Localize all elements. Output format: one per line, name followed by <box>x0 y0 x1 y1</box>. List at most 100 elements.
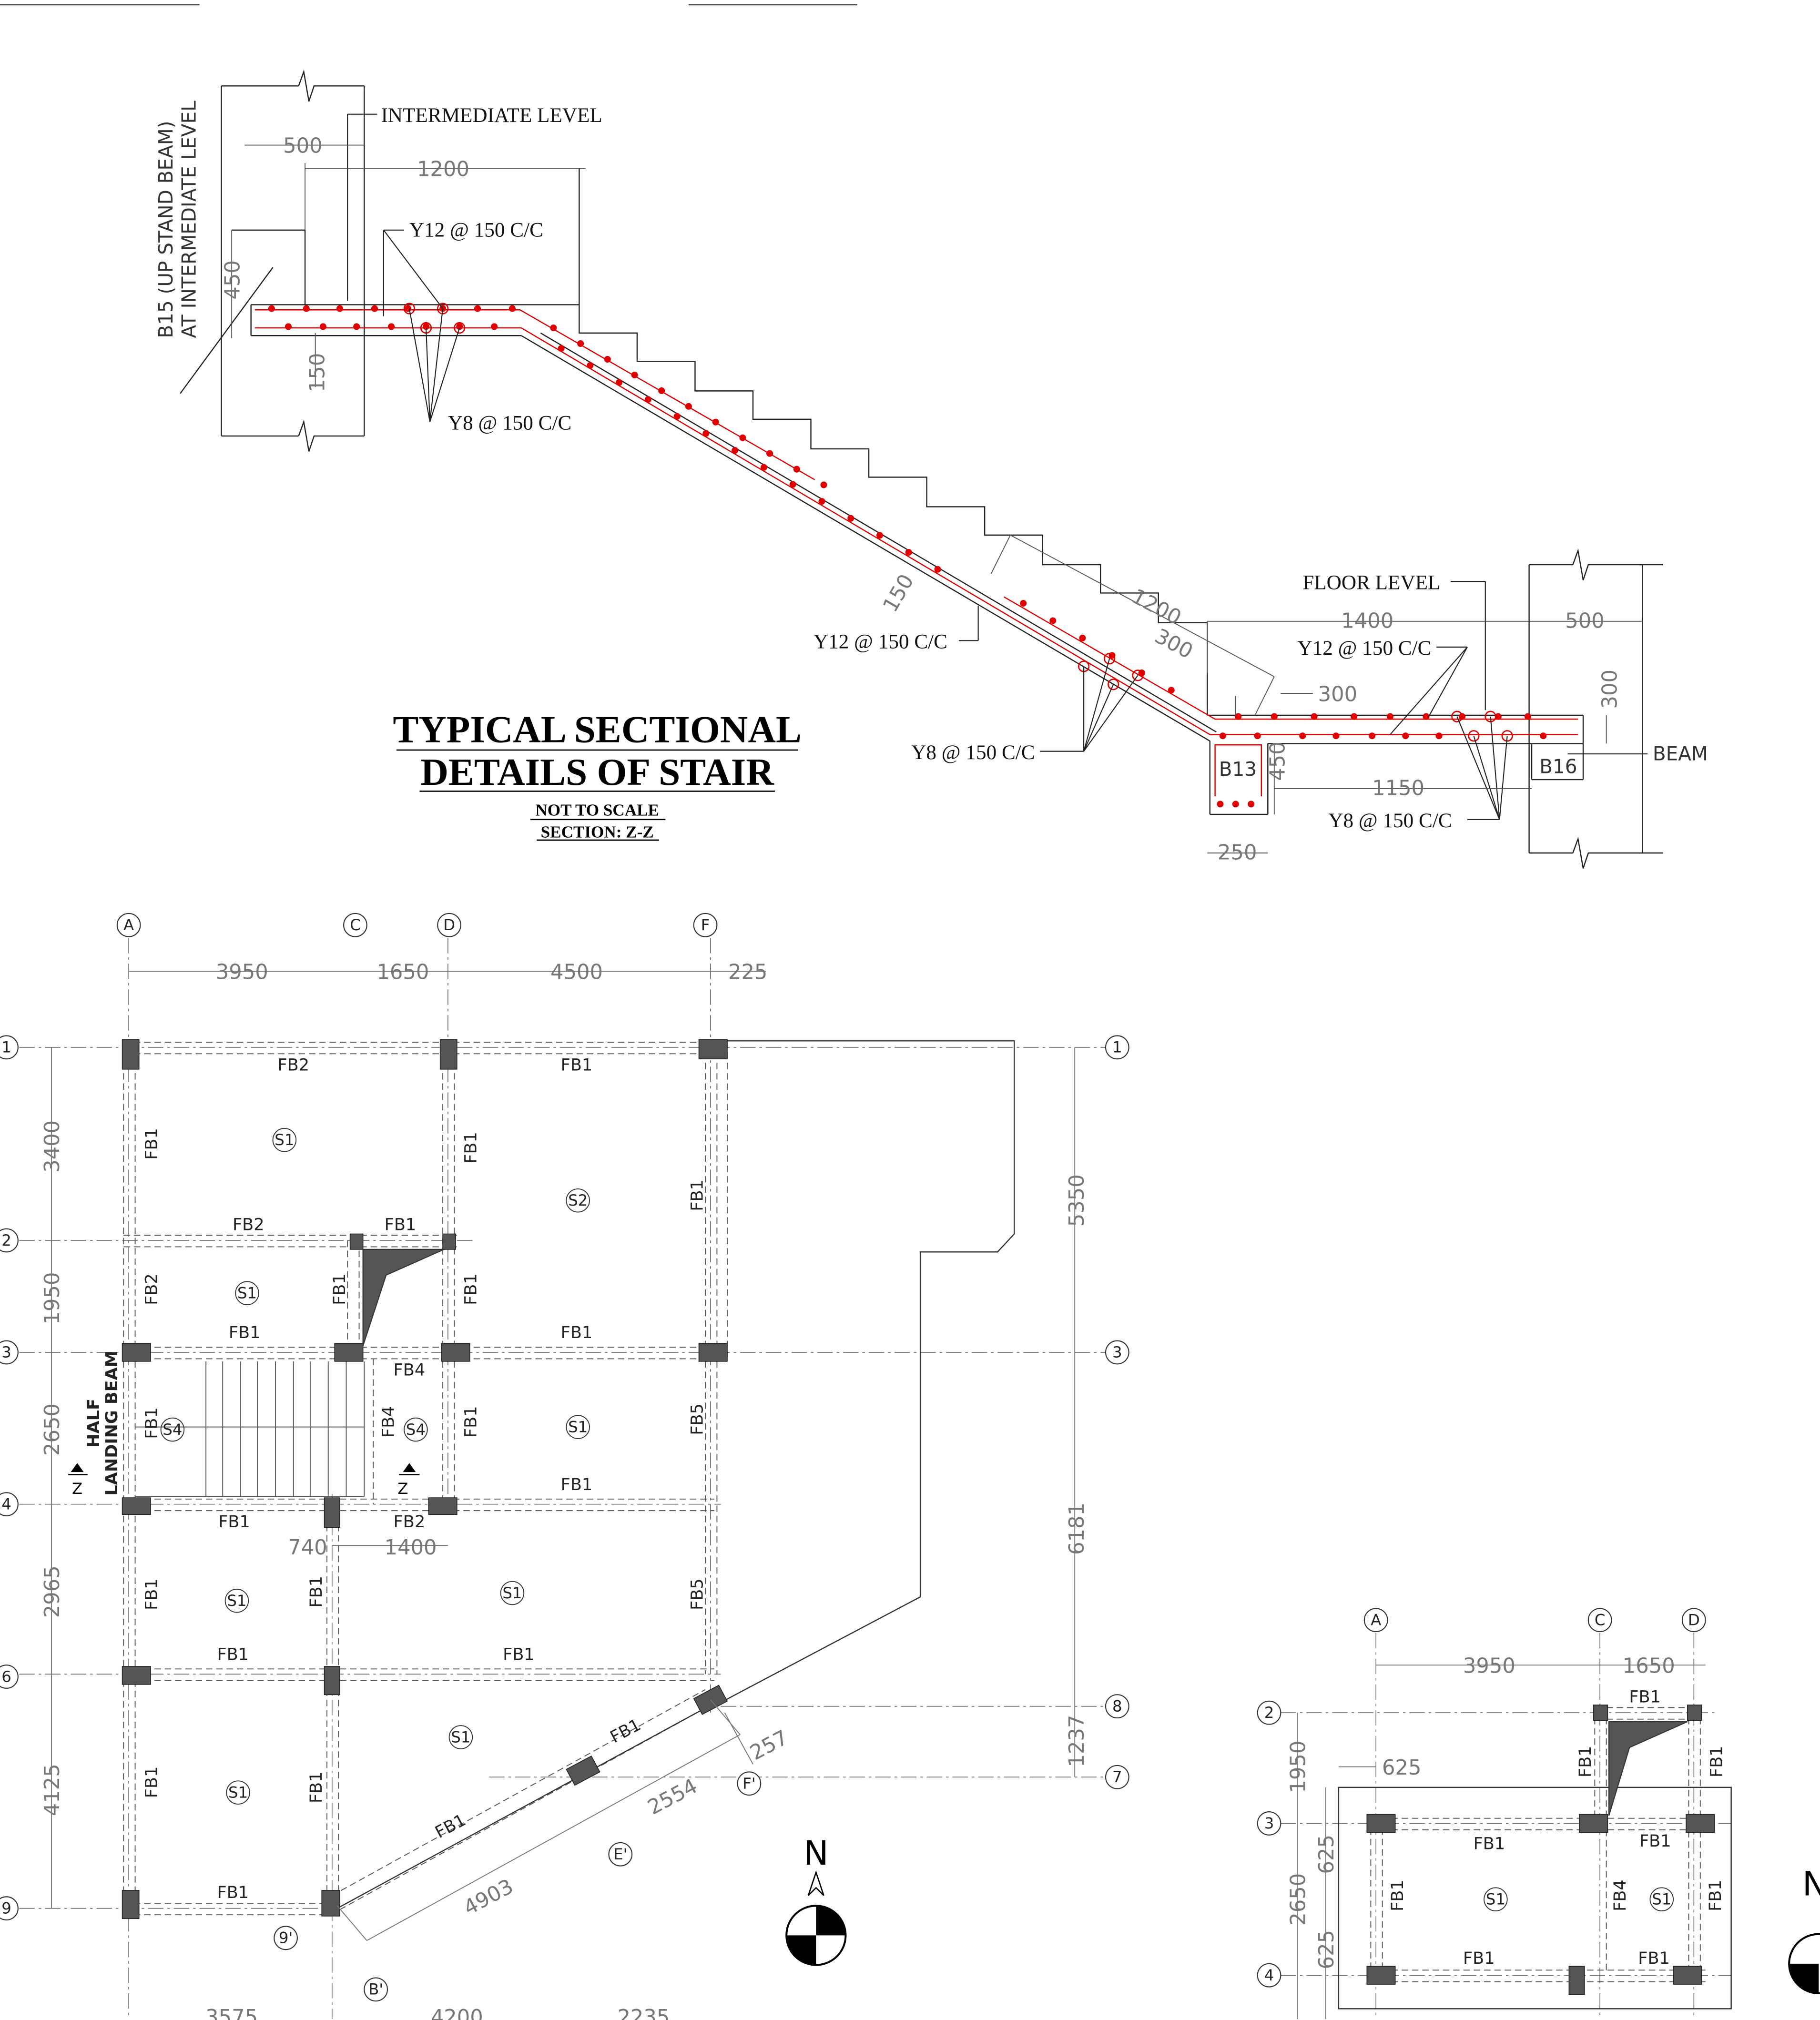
beam-label: FB1 <box>503 1644 535 1664</box>
y12-right-label: Y12 @ 150 C/C <box>1297 637 1431 660</box>
beam-label: FB1 <box>142 1578 162 1610</box>
dim-1950: 1950 <box>41 1272 64 1325</box>
grid-label-3-right: 3 <box>1112 1343 1122 1361</box>
beam-label: FB1 <box>217 1883 249 1902</box>
section-z-label: Z <box>72 1480 82 1498</box>
grid-label-9-prime: 9' <box>279 1929 293 1947</box>
rebar-dot <box>739 434 746 441</box>
rebar-dot <box>1232 801 1239 808</box>
rebar-dot <box>818 498 825 505</box>
beam-label: FB2 <box>394 1512 426 1532</box>
dim-4500: 4500 <box>550 961 603 985</box>
dim-1400: 1400 <box>1341 609 1393 633</box>
grid-label-8: 8 <box>1112 1697 1122 1715</box>
beam-label: FB1 <box>330 1273 349 1305</box>
grid-label-f-prime: F' <box>742 1775 756 1793</box>
rebar-dot <box>1254 732 1261 740</box>
beam-label: FB1 <box>218 1512 250 1532</box>
plan2-beam-label: FB1 <box>1388 1879 1407 1911</box>
rebar-dot <box>732 447 739 454</box>
dim-150-left: 150 <box>306 353 330 392</box>
rebar-dot <box>474 305 481 312</box>
rebar-dot <box>1435 732 1443 740</box>
dim-500-right: 500 <box>1565 609 1604 633</box>
rebar-dot <box>905 549 912 556</box>
plan2-dim-625a: 625 <box>1382 1756 1421 1780</box>
north-arrow-icon: N <box>785 1834 847 1966</box>
rebar-dot <box>371 305 378 312</box>
rebar-dot <box>631 371 638 378</box>
rebar-dot <box>353 323 360 330</box>
slab-tag: S1 <box>568 1418 588 1436</box>
dim-250: 250 <box>1218 841 1257 865</box>
plan2-slab-tag: S1 <box>1486 1890 1505 1908</box>
dim-3575: 3575 <box>205 2006 258 2020</box>
dim-4200: 4200 <box>431 2006 483 2020</box>
beam-label: FB1 <box>385 1215 417 1234</box>
rebar-dot <box>702 430 710 437</box>
plan2-dim-1650: 1650 <box>1623 1654 1675 1678</box>
half-landing-label-1: HALF <box>84 1399 103 1448</box>
rebar-dot <box>876 532 884 539</box>
rebar-dot <box>685 403 692 410</box>
intermediate-level-label: INTERMEDIATE LEVEL <box>381 104 602 127</box>
half-landing-label-2: LANDING BEAM <box>102 1350 122 1495</box>
floor-level-label: FLOOR LEVEL <box>1302 571 1440 594</box>
beam-label: FB1 <box>461 1132 480 1164</box>
plan2-grid-label-3: 3 <box>1264 1814 1274 1832</box>
b15-label-2: AT INTERMEDIATE LEVEL <box>178 101 201 338</box>
y12-top-label: Y12 @ 150 C/C <box>409 218 543 241</box>
beam-label: FB1 <box>306 1576 326 1608</box>
y8-right-label: Y8 @ 150 C/C <box>1328 809 1452 832</box>
grid-label-e-prime: E' <box>613 1845 627 1863</box>
beam-label: FB1 <box>217 1644 249 1664</box>
beam-label: FB2 <box>277 1055 309 1075</box>
plan2-beam-label: FB1 <box>1474 1834 1505 1853</box>
rebar-dot <box>934 566 941 573</box>
rebar-dot <box>1369 732 1376 740</box>
plan2-dim-3950: 3950 <box>1463 1654 1515 1678</box>
slab-tag: S1 <box>227 1592 246 1610</box>
plan2-slab-tag: S1 <box>1652 1890 1671 1908</box>
slab-tag: S1 <box>275 1131 294 1149</box>
grid-label-1-right: 1 <box>1112 1038 1122 1056</box>
section-z-label: Z <box>397 1480 408 1498</box>
grid-label-f: F <box>701 916 710 934</box>
rebar-dot <box>616 379 623 386</box>
grid-label-1: 1 <box>1 1038 11 1056</box>
plan2-dim-625c: 625 <box>1315 1930 1339 1969</box>
dim-1237: 1237 <box>1065 1715 1089 1767</box>
rebar-dot <box>644 396 651 403</box>
rebar-dot <box>558 345 565 352</box>
partial-plan: A C D 2 3 4 3950 1650 1950 2650 625 625 … <box>1257 1608 1820 2019</box>
dim-500-left: 500 <box>283 134 322 158</box>
y8-top-label: Y8 @ 150 C/C <box>448 411 571 434</box>
beam-label: FB1 <box>142 1766 162 1798</box>
plan2-beam-label: FB1 <box>1629 1687 1661 1707</box>
plan2-north-label: N <box>1802 1865 1820 1904</box>
dim-2650: 2650 <box>41 1403 64 1456</box>
beam-label: FB1 <box>461 1406 480 1438</box>
rebar-dot <box>319 323 326 330</box>
rebar-dot <box>303 305 310 312</box>
dim-2965: 2965 <box>41 1565 64 1618</box>
rebar-dots <box>268 305 1547 808</box>
rebar-dot <box>1271 713 1278 720</box>
plan2-beam-label: FB1 <box>1463 1949 1495 1968</box>
grid-label-3: 3 <box>1 1343 11 1361</box>
rebar-dot <box>491 323 498 330</box>
beam-label: FB1 <box>688 1179 707 1211</box>
rebar-dot <box>1235 713 1242 720</box>
grid-label-b-prime: B' <box>368 1980 383 1999</box>
plan2-grid-label-d: D <box>1688 1611 1700 1629</box>
rebar-dot <box>405 305 412 312</box>
rebar-dot <box>508 305 516 312</box>
b15-label-1: B15 (UP STAND BEAM) <box>154 121 177 338</box>
rebar-dot <box>1299 732 1306 740</box>
slab-tag: S1 <box>502 1584 522 1602</box>
rebar-dot <box>1049 617 1057 624</box>
dim-740: 740 <box>288 1536 327 1560</box>
beam-label: FB1 <box>306 1772 326 1804</box>
b13-label: B13 <box>1219 758 1257 781</box>
